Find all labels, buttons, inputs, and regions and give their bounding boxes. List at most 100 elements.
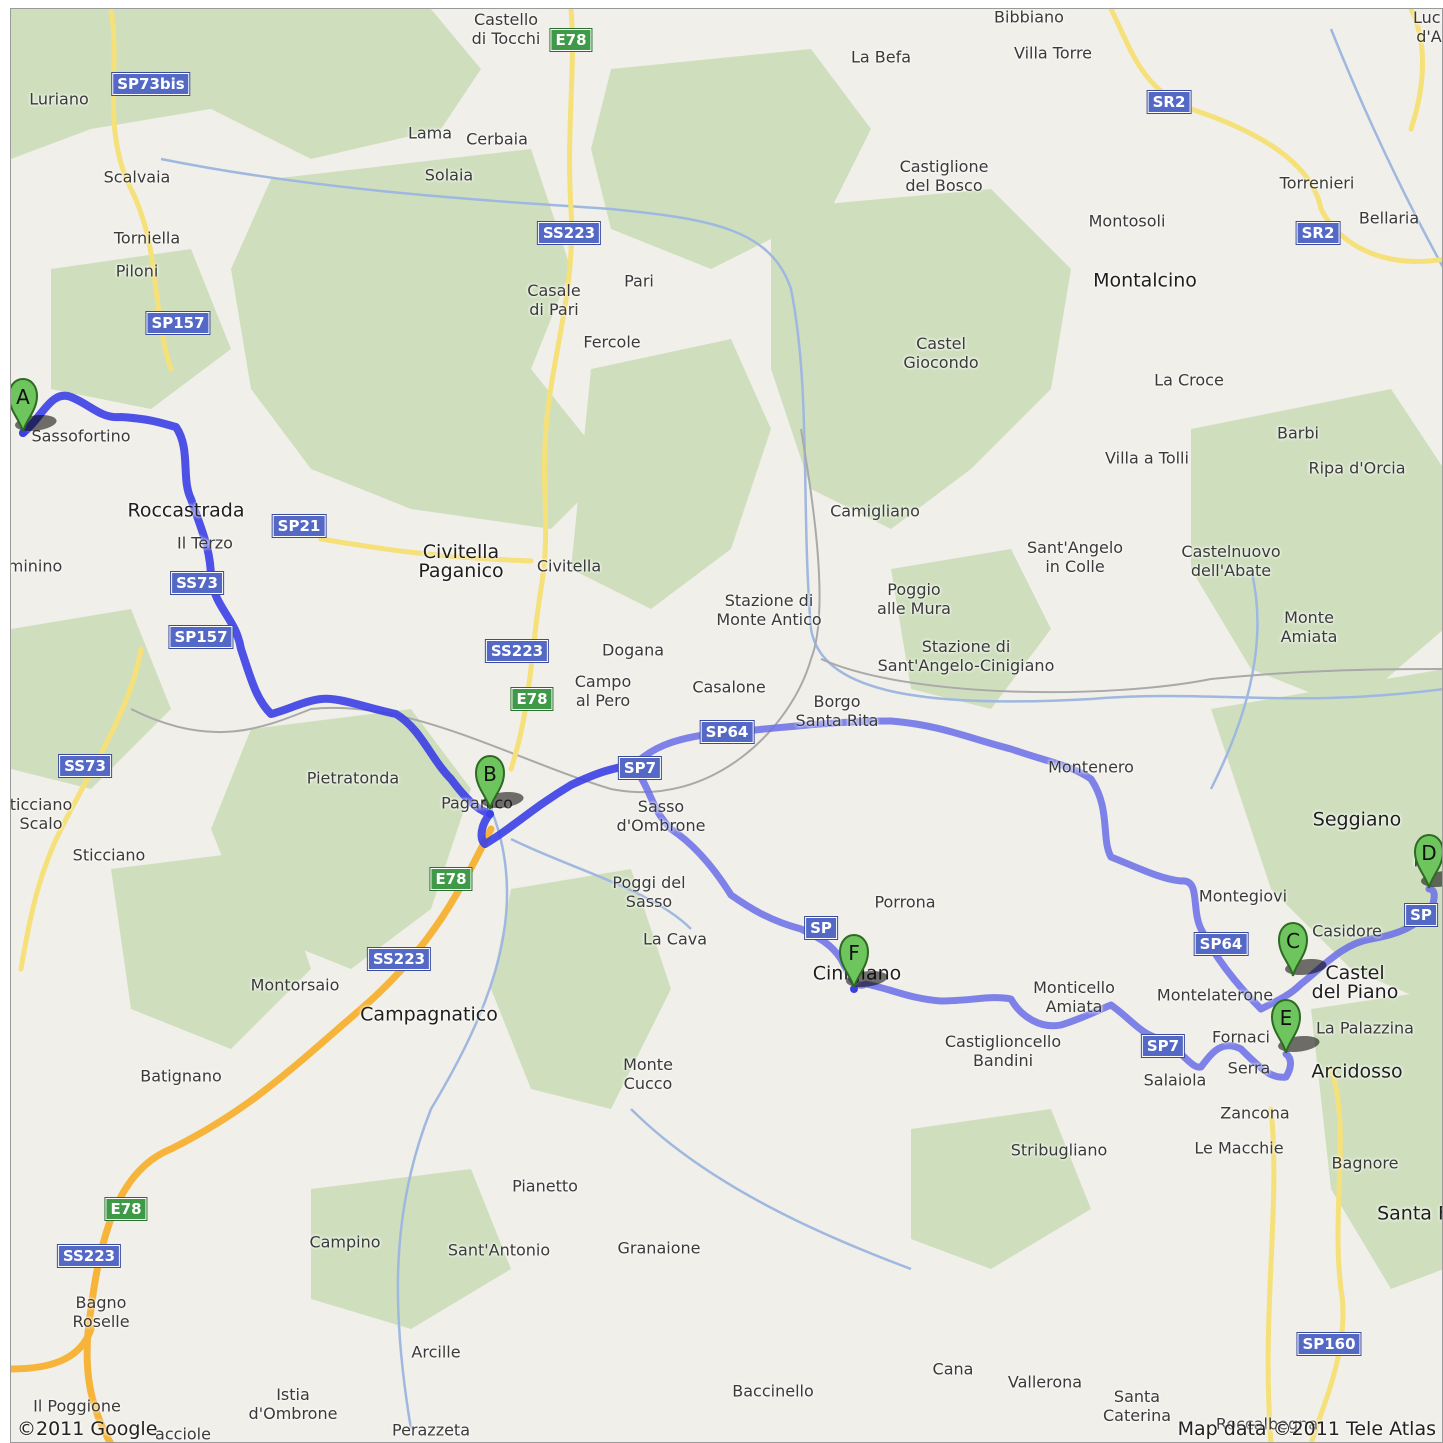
place-label-fercole: Fercole: [583, 332, 641, 352]
place-label-campo-al-pero: Campo al Pero: [574, 672, 632, 710]
place-label-villa-torre: Villa Torre: [1013, 43, 1093, 63]
highway-e78: [11, 825, 495, 1442]
place-label-castel-giocondo: Castel Giocondo: [903, 334, 979, 372]
place-label-borgo-santa-rita: Borgo Santa Rita: [795, 692, 879, 730]
place-label-montorsaio: Montorsaio: [250, 975, 340, 995]
railway: [130, 428, 1442, 794]
map-base-layer: [11, 9, 1442, 1442]
place-label-campagnatico: Campagnatico: [360, 1003, 498, 1026]
road-shield-sp21: SP21: [272, 515, 326, 537]
road-shield-sp7-top: SP7: [618, 757, 662, 779]
road-shield-sp73bis: SP73bis: [112, 73, 190, 95]
marker-label: D: [1421, 841, 1437, 865]
place-label-camigliano: Camigliano: [830, 501, 920, 521]
road-shield-ss223-low: SS223: [367, 948, 431, 970]
road-shield-sp64-right: SP64: [1194, 933, 1248, 955]
road-shield-sp-right-edge: SP: [1405, 904, 1437, 926]
marker-pin-icon: [838, 933, 888, 989]
marker-d[interactable]: D: [1412, 833, 1442, 889]
place-label-pianetto: Pianetto: [512, 1176, 578, 1196]
place-label-la-croce: La Croce: [1154, 370, 1224, 390]
marker-pin-icon: [1413, 833, 1442, 889]
place-label-stazione-di-sant-angelo-cinigiano: Stazione di Sant'Angelo-Cinigiano: [877, 637, 1055, 675]
road-shield-ss73-left: SS73: [59, 755, 111, 777]
place-label-sticciano-scalo: ticciano Scalo: [10, 795, 73, 833]
place-label-castiglione-del-bosco: Castiglione del Bosco: [899, 157, 989, 195]
place-label-solaia: Solaia: [424, 165, 474, 185]
marker-e[interactable]: E: [1269, 998, 1320, 1054]
marker-a[interactable]: A: [11, 377, 57, 433]
place-label-sant-antonio: Sant'Antonio: [447, 1240, 551, 1260]
place-label-salaiola: Salaiola: [1143, 1070, 1207, 1090]
place-label-santa-caterina: Santa Caterina: [1102, 1387, 1172, 1425]
place-label-montosoli: Montosoli: [1088, 211, 1166, 231]
place-label-stazione-di-monte-antico: Stazione di Monte Antico: [716, 591, 822, 629]
place-label-piloni: Piloni: [115, 261, 159, 281]
place-label-vallerona: Vallerona: [1007, 1372, 1083, 1392]
place-label-dogana: Dogana: [601, 640, 665, 660]
place-label-bagno-roselle: Bagno Roselle: [72, 1293, 130, 1331]
place-label-castelnuovo-dell-abate: Castelnuovo dell'Abate: [1181, 542, 1281, 580]
place-label-le-macchie: Le Macchie: [1194, 1138, 1284, 1158]
road-shield-e78-top: E78: [550, 29, 592, 51]
place-label-torniella: Torniella: [113, 228, 181, 248]
place-label-la-palazzina: La Palazzina: [1316, 1018, 1414, 1038]
place-label-casalone: Casalone: [692, 677, 766, 697]
place-label-bagnore: Bagnore: [1331, 1153, 1399, 1173]
place-label-arcille: Arcille: [411, 1342, 461, 1362]
road-shield-sp64-top: SP64: [700, 721, 754, 743]
place-label-scalvaia: Scalvaia: [103, 167, 171, 187]
place-label-villa-a-tolli: Villa a Tolli: [1105, 448, 1189, 468]
place-label-lama: Lama: [407, 123, 453, 143]
place-label-ripa-d-orcia: Ripa d'Orcia: [1308, 458, 1406, 478]
marker-label: E: [1279, 1006, 1293, 1030]
road-shield-sp157-top: SP157: [146, 312, 210, 334]
marker-label: F: [848, 941, 860, 965]
road-shield-ss223-mid: SS223: [485, 640, 549, 662]
place-label-castello-di-tocchi: Castello di Tocchi: [471, 10, 541, 48]
place-label-castiglioncello-bandini: Castiglioncello Bandini: [944, 1032, 1062, 1070]
rivers: [160, 28, 1442, 1430]
route-waypoints: [19, 429, 858, 993]
road-shield-sp-cinigiano: SP: [805, 917, 837, 939]
place-label-minino: minino: [10, 556, 63, 576]
place-label-montenero: Montenero: [1048, 757, 1134, 777]
place-label-la-befa: La Befa: [850, 47, 912, 67]
place-label-montegiovi: Montegiovi: [1198, 886, 1288, 906]
place-label-sasso-d-ombrone: Sasso d'Ombrone: [616, 797, 706, 835]
place-label-baccinello: Baccinello: [732, 1381, 814, 1401]
road-shield-e78-bottom: E78: [105, 1198, 147, 1220]
place-label-batignano: Batignano: [140, 1066, 222, 1086]
place-label-sassofortino: Sassofortino: [31, 426, 131, 446]
place-label-seggiano: Seggiano: [1312, 808, 1402, 831]
place-label-castel-del-piano: Castel del Piano: [1311, 962, 1399, 1003]
place-label-monticello-amiata: Monticello Amiata: [1033, 978, 1115, 1016]
place-label-monte-cucco: Monte Cucco: [623, 1055, 673, 1093]
place-label-luci: Luci d'A: [1412, 8, 1443, 46]
road-shield-sr2-top: SR2: [1147, 91, 1191, 113]
place-label-pietratonda: Pietratonda: [306, 768, 400, 788]
place-label-arcidosso: Arcidosso: [1311, 1060, 1403, 1083]
marker-b[interactable]: B: [473, 754, 524, 810]
place-label-montalcino: Montalcino: [1093, 269, 1197, 292]
road-shield-ss73-mid: SS73: [171, 572, 223, 594]
place-label-santa-fiora: Santa F: [1377, 1202, 1443, 1225]
place-label-sticciano: Sticciano: [72, 845, 146, 865]
road-shield-ss223-bottom: SS223: [57, 1245, 121, 1267]
place-label-cerbaia: Cerbaia: [466, 129, 528, 149]
place-label-serra: Serra: [1227, 1058, 1271, 1078]
road-shield-sp160: SP160: [1297, 1333, 1361, 1355]
route-primary: [19, 391, 639, 848]
place-label-bellaria: Bellaria: [1358, 208, 1420, 228]
place-label-istia-d-ombrone: Istia d'Ombrone: [248, 1385, 338, 1423]
marker-c[interactable]: C: [1276, 921, 1327, 977]
place-label-porrona: Porrona: [874, 892, 936, 912]
place-label-acciole: acciole: [155, 1424, 211, 1443]
place-label-civitella: Civitella: [536, 556, 602, 576]
place-label-sant-angelo-in-colle: Sant'Angelo in Colle: [1026, 538, 1124, 576]
marker-f[interactable]: F: [837, 933, 888, 989]
marker-label: A: [16, 385, 30, 409]
place-label-pari: Pari: [624, 271, 654, 291]
place-label-il-poggione: Il Poggione: [33, 1396, 121, 1416]
